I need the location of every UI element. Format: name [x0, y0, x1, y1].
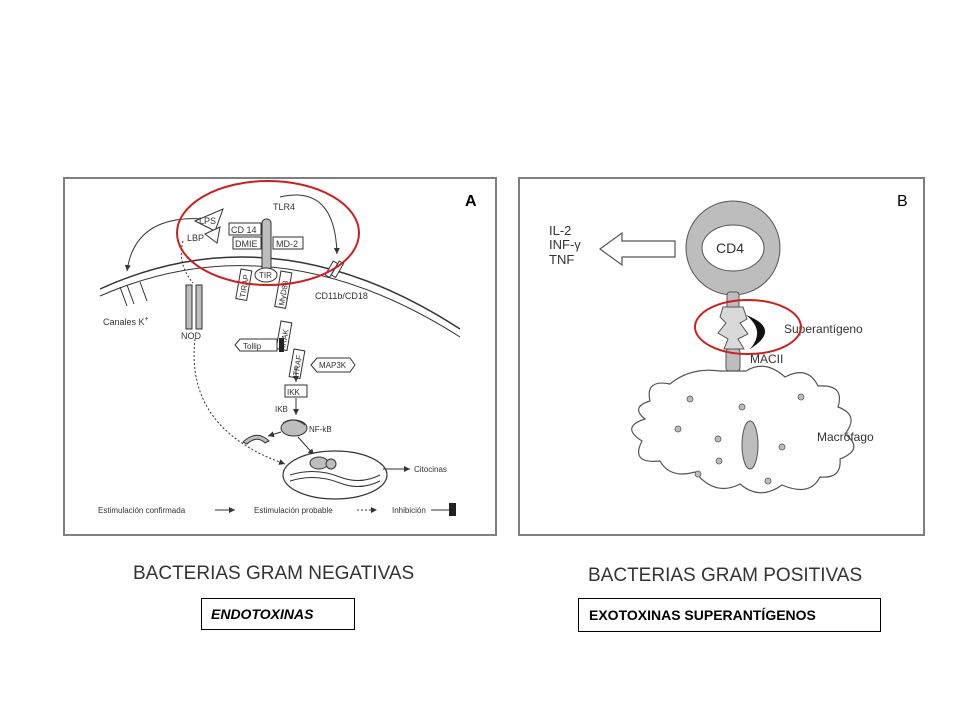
legend-probable-label: Estimulación probable	[254, 506, 333, 515]
granule-7	[765, 478, 771, 484]
legend-inhibition-label: Inhibición	[392, 506, 426, 515]
panel-a-letter: A	[465, 193, 477, 210]
cd4-label: CD4	[716, 240, 744, 256]
nod-label: NOD	[181, 331, 202, 341]
legend-inhibition-block	[449, 503, 456, 516]
granule-8	[779, 444, 785, 450]
nod-bar-2	[196, 285, 202, 329]
granule-6	[695, 471, 701, 477]
tollip-label: Tollip	[243, 342, 262, 351]
panel-b-letter: B	[897, 193, 908, 210]
ikk-label: IKK	[287, 388, 301, 397]
nod-bar-1	[186, 285, 192, 329]
superantigen-crescent	[746, 315, 765, 349]
myd88-group: MyD88	[275, 271, 292, 308]
nfkb-label: NF-kB	[309, 425, 332, 434]
endotoxins-box: ENDOTOXINAS	[201, 598, 355, 630]
arrow-to-nucleus	[298, 437, 314, 455]
caption-gram-negative: BACTERIAS GRAM NEGATIVAS	[133, 563, 414, 585]
tir-label: TIR	[259, 271, 272, 280]
panel-a-svg: A LPS LBP CD 14 DMIE TLR4 MD-2 TIR TIRAP…	[65, 179, 495, 534]
macrophage-nucleus	[742, 421, 758, 469]
ikb-degraded	[243, 435, 269, 444]
nucleus-nfkb	[310, 457, 328, 469]
cytokine-hollow-arrow	[600, 233, 675, 265]
cd11b-label: CD11b/CD18	[315, 291, 368, 301]
citocinas-label: Citocinas	[414, 465, 447, 474]
ikb-label: IKB	[275, 405, 288, 414]
macrofago-label: Macrófago	[817, 430, 874, 444]
k-channel-line-1	[120, 287, 127, 306]
granule-9	[716, 458, 722, 464]
k-channel-line-3	[140, 282, 147, 301]
k-channels-text: Canales K	[103, 317, 145, 327]
panel-b-diagram: B IL-2 INF-γ TNF CD4 Superantígeno MACII…	[518, 177, 925, 536]
granule-2	[739, 404, 745, 410]
panel-a-diagram: A LPS LBP CD 14 DMIE TLR4 MD-2 TIR TIRAP…	[63, 177, 497, 536]
legend-confirmed-label: Estimulación confirmada	[98, 506, 186, 515]
caption-gram-positive: BACTERIAS GRAM POSITIVAS	[588, 565, 862, 587]
dmie-label: DMIE	[235, 239, 258, 249]
k-channels-label: Canales K+	[103, 316, 149, 327]
k-channels-superscript: +	[145, 316, 149, 323]
md2-label: MD-2	[276, 239, 298, 249]
inf-label: INF-γ	[549, 237, 581, 252]
lps-label: LPS	[199, 216, 216, 226]
lbp-label: LBP	[187, 233, 204, 243]
arrow-to-degraded	[268, 432, 281, 436]
nucleus-nfkb-2	[326, 459, 336, 469]
superantigeno-label: Superantígeno	[784, 322, 863, 336]
panel-b-svg: B IL-2 INF-γ TNF CD4 Superantígeno MACII…	[520, 179, 923, 534]
tnf-label: TNF	[549, 252, 574, 267]
granule-5	[675, 426, 681, 432]
traf-group: TRAF	[289, 349, 305, 378]
il2-label: IL-2	[549, 223, 571, 238]
granule-4	[715, 436, 721, 442]
receptor-complex	[718, 307, 748, 349]
granule-3	[798, 394, 804, 400]
k-channel-line-2	[127, 285, 134, 304]
granule-1	[687, 396, 693, 402]
tollip-inhibit	[279, 338, 284, 352]
map3k-label: MAP3K	[319, 361, 347, 370]
tlr4-label: TLR4	[273, 202, 295, 212]
cd14-label: CD 14	[231, 225, 257, 235]
dotted-nod-path	[194, 339, 285, 464]
exotoxins-box: EXOTOXINAS SUPERANTÍGENOS	[578, 598, 881, 632]
